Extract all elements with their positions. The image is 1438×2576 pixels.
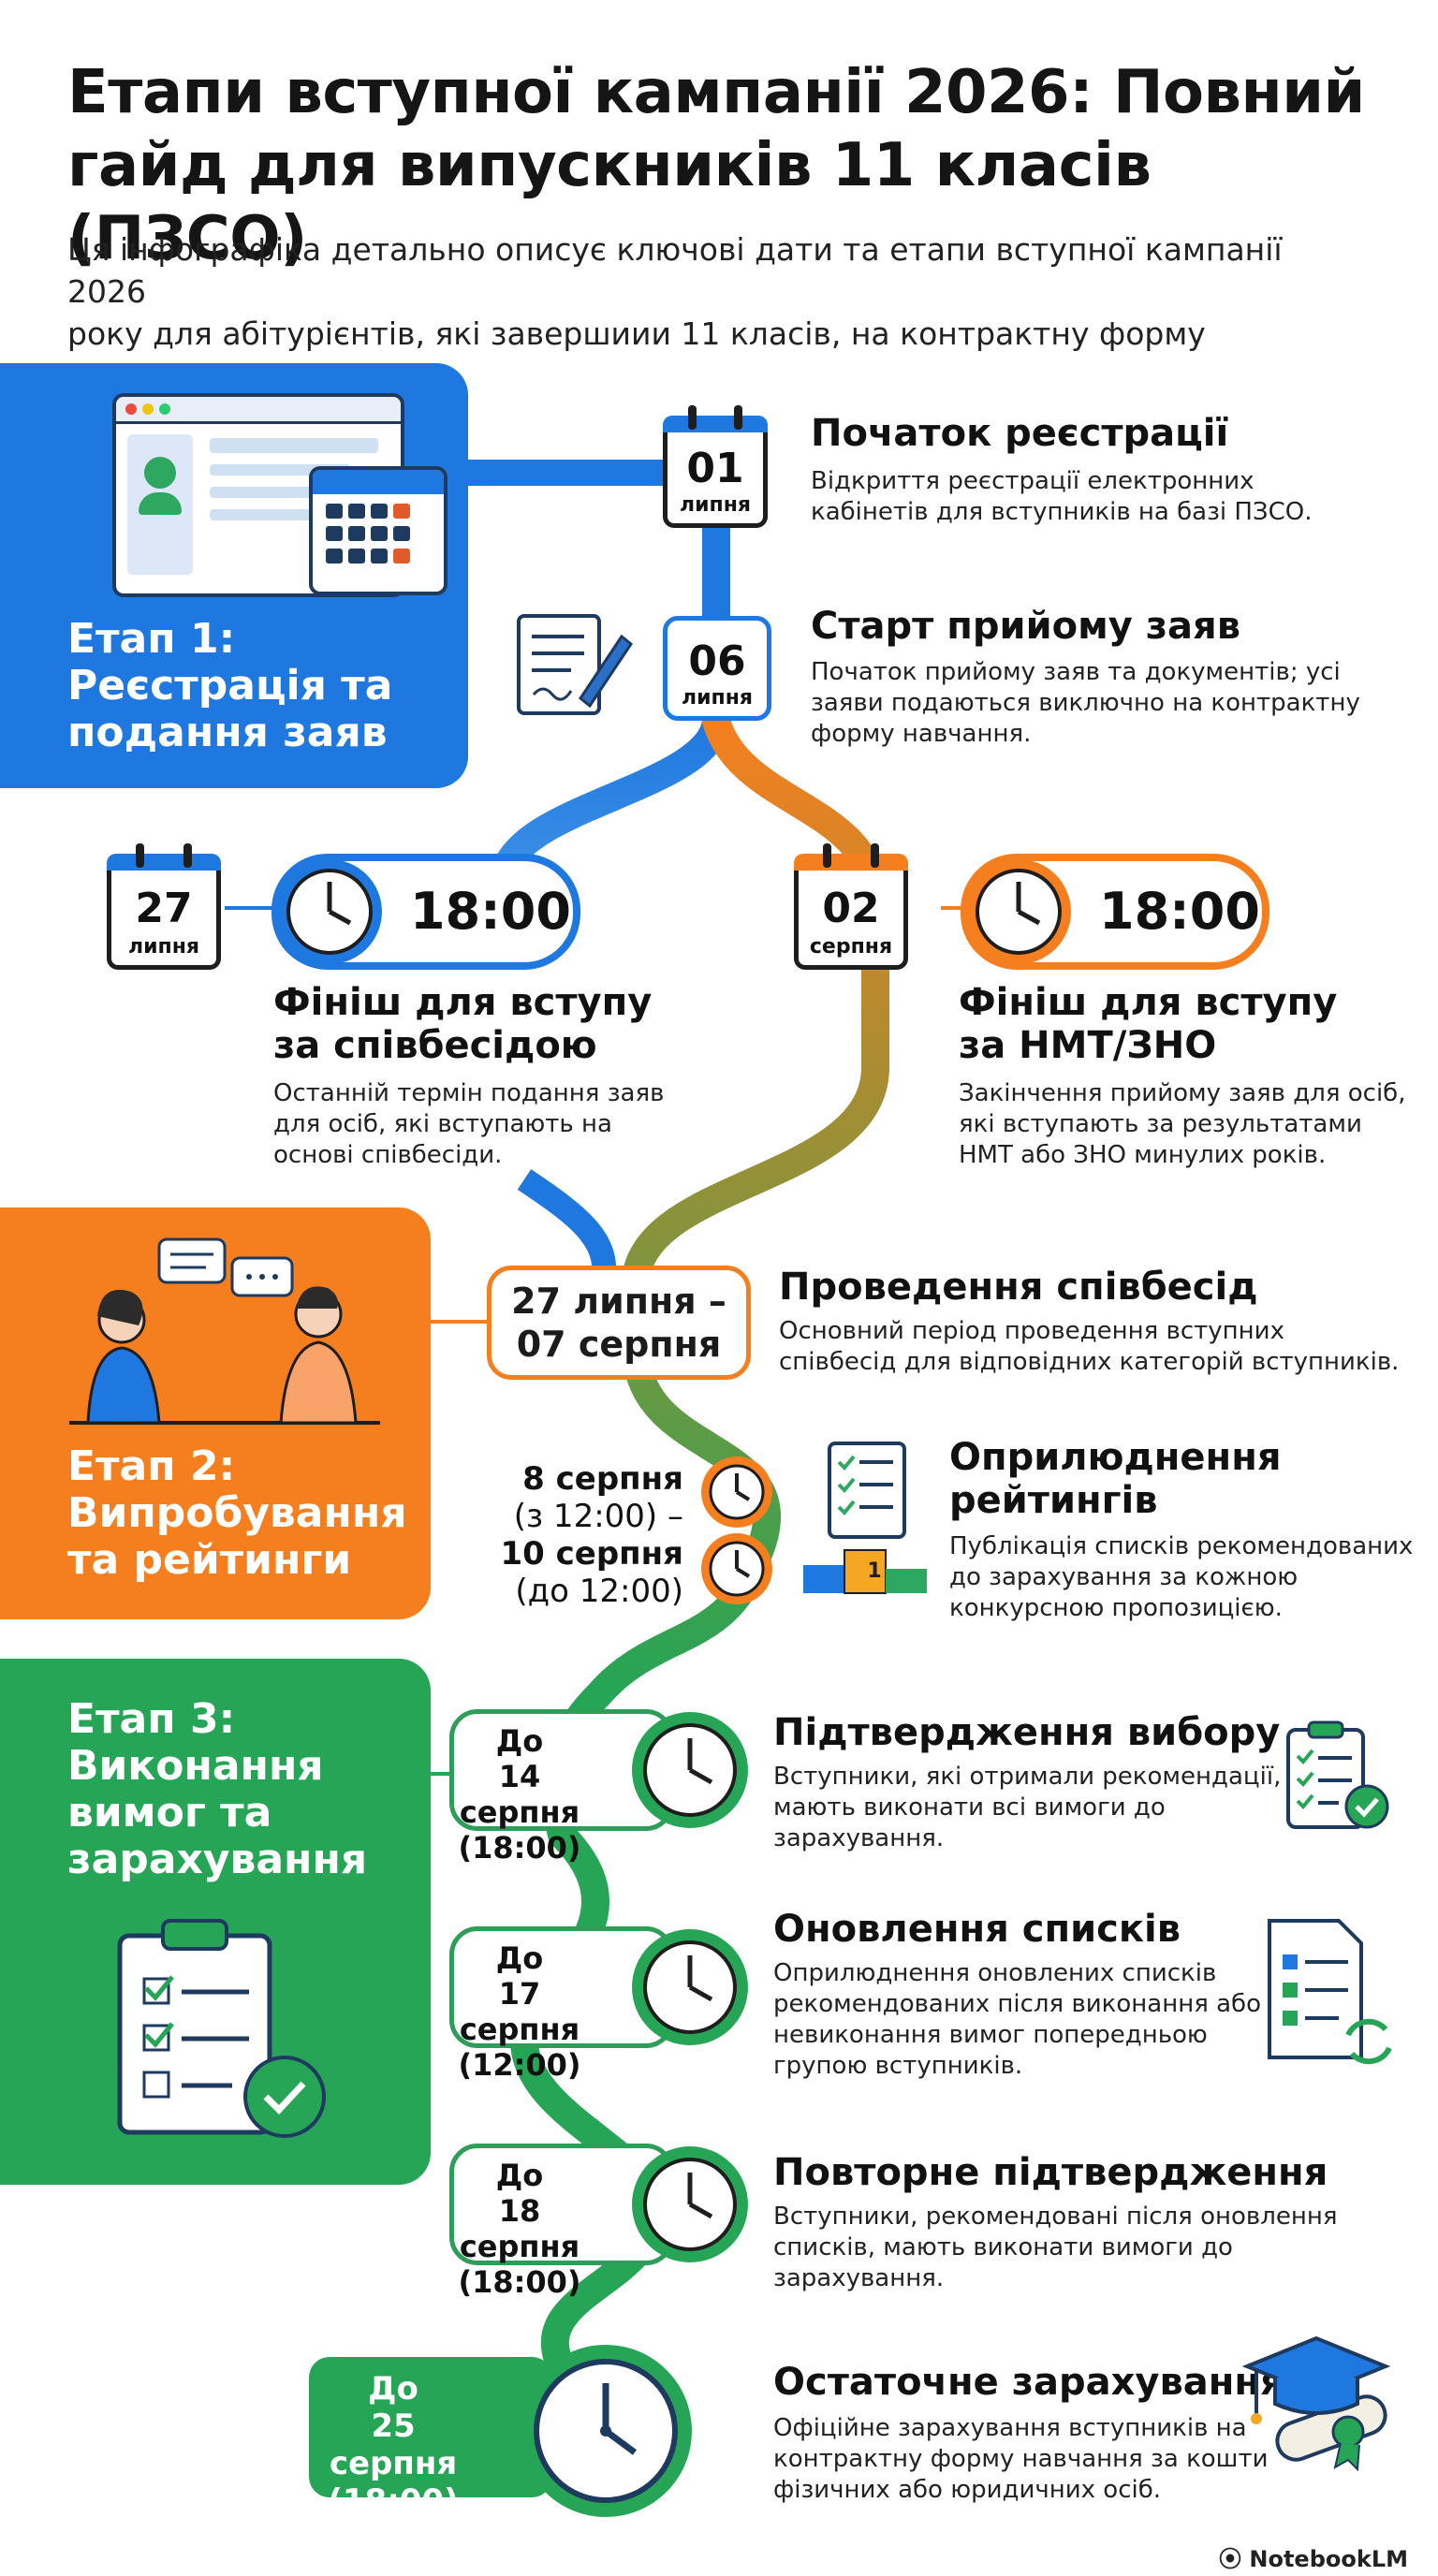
stage-3-label: Етап 3: Виконання вимог та зарахування (67, 1695, 368, 1883)
reconfirm-title: Повторне підтвердження (773, 2151, 1328, 2194)
interview-finish-desc: Останній термін подання заяв для осіб, я… (273, 1079, 665, 1169)
confirm-desc: Вступники, які отримали рекомендації, ма… (773, 1763, 1282, 1852)
enrollment-title: Остаточне зарахування (773, 2361, 1284, 2404)
stage-1-panel: Етап 1: Реєстрація та подання заяв (0, 363, 468, 788)
conversation-illustration (69, 1237, 380, 1425)
interviews-date-box: 27 липня – 07 серпня (487, 1266, 751, 1380)
ratings-date: 8 серпня (з 12:00) – 10 серпня (до 12:00… (500, 1460, 683, 1610)
page-title-line-1: Етапи вступної кампанії 2026: Повний (67, 58, 1365, 127)
update-title: Оновлення списків (773, 1908, 1181, 1951)
ratings-title: Оприлюднення рейтингів (949, 1436, 1282, 1522)
calendar-06-july: 06 липня (663, 616, 771, 721)
ranking-podium-icon (803, 1442, 927, 1594)
podium-first-place: 1 (867, 1559, 882, 1583)
document-pen-icon (517, 614, 634, 715)
page-title: Етапи вступної кампанії 2026: Повний гай… (67, 56, 1378, 275)
ratings-desc: Публікація списків рекомендованих до зар… (949, 1532, 1414, 1622)
registration-desc: Відкриття реєстрації електронних кабінет… (811, 467, 1313, 526)
list-refresh-icon (1268, 1919, 1392, 2065)
time-pill-nmt: 18:00 (961, 854, 1269, 970)
enrollment-date-box: До 25 серпня (18:00) (309, 2357, 552, 2520)
intro-line-1: Ця інфографіка детально описує ключові д… (67, 231, 1283, 310)
calendar-02-august: 02 серпня (794, 843, 908, 970)
calendar-grid-icon (309, 466, 448, 595)
applications-title: Старт прийому заяв (811, 605, 1241, 648)
stage-2-label: Етап 2: Випробування та рейтинги (67, 1442, 407, 1584)
interviews-desc: Основний період проведення вступних спів… (779, 1317, 1400, 1376)
interviews-title: Проведення співбесід (779, 1266, 1258, 1309)
enrollment-desc: Офіційне зарахування вступників на контр… (773, 2414, 1269, 2504)
stage-1-label: Етап 1: Реєстрація та подання заяв (67, 615, 393, 756)
update-date-box: До 17 серпня (12:00) (449, 1926, 674, 2083)
clock-icon (277, 859, 382, 964)
page-title-line-2: гайд для випускників 11 класів (ПЗСО) (67, 131, 1152, 273)
confirm-title: Підтвердження вибору (773, 1711, 1281, 1754)
clock-icon (632, 1929, 748, 2045)
checklist-approved-icon (1286, 1720, 1389, 1829)
stage-2-panel: Етап 2: Випробування та рейтинги (0, 1208, 431, 1619)
nmt-finish-desc: Закінчення прийому заяв для осіб, які вс… (959, 1079, 1406, 1169)
large-clock-icon (520, 2345, 692, 2517)
clock-icon (632, 2146, 748, 2262)
brand-logo-icon: ⦿ (1219, 2546, 1250, 2572)
user-avatar-icon (144, 457, 176, 489)
double-clock-icon (701, 1456, 772, 1604)
clock-icon (632, 1712, 748, 1828)
nmt-finish-title: Фініш для вступу за НМТ/ЗНО (959, 981, 1338, 1067)
brand-notebooklm: ⦿ NotebookLM (1219, 2546, 1408, 2572)
calendar-27-july: 27 липня (107, 843, 221, 970)
clock-icon (966, 859, 1071, 964)
stage-3-panel: Етап 3: Виконання вимог та зарахування (0, 1659, 431, 2185)
reconfirm-desc: Вступники, рекомендовані після оновлення… (773, 2203, 1338, 2292)
applications-desc: Початок прийому заяв та документів; усі … (811, 658, 1360, 748)
registration-title: Початок реєстрації (811, 412, 1229, 455)
clipboard-checklist-icon (117, 1919, 326, 2138)
time-pill-interview: 18:00 (271, 854, 580, 970)
interview-finish-title: Фініш для вступу за співбесідою (273, 981, 653, 1067)
graduation-cap-diploma-icon (1241, 2335, 1391, 2472)
update-desc: Оприлюднення оновлених списків рекомендо… (773, 1959, 1261, 2080)
calendar-01-july: 01 липня (663, 405, 768, 528)
